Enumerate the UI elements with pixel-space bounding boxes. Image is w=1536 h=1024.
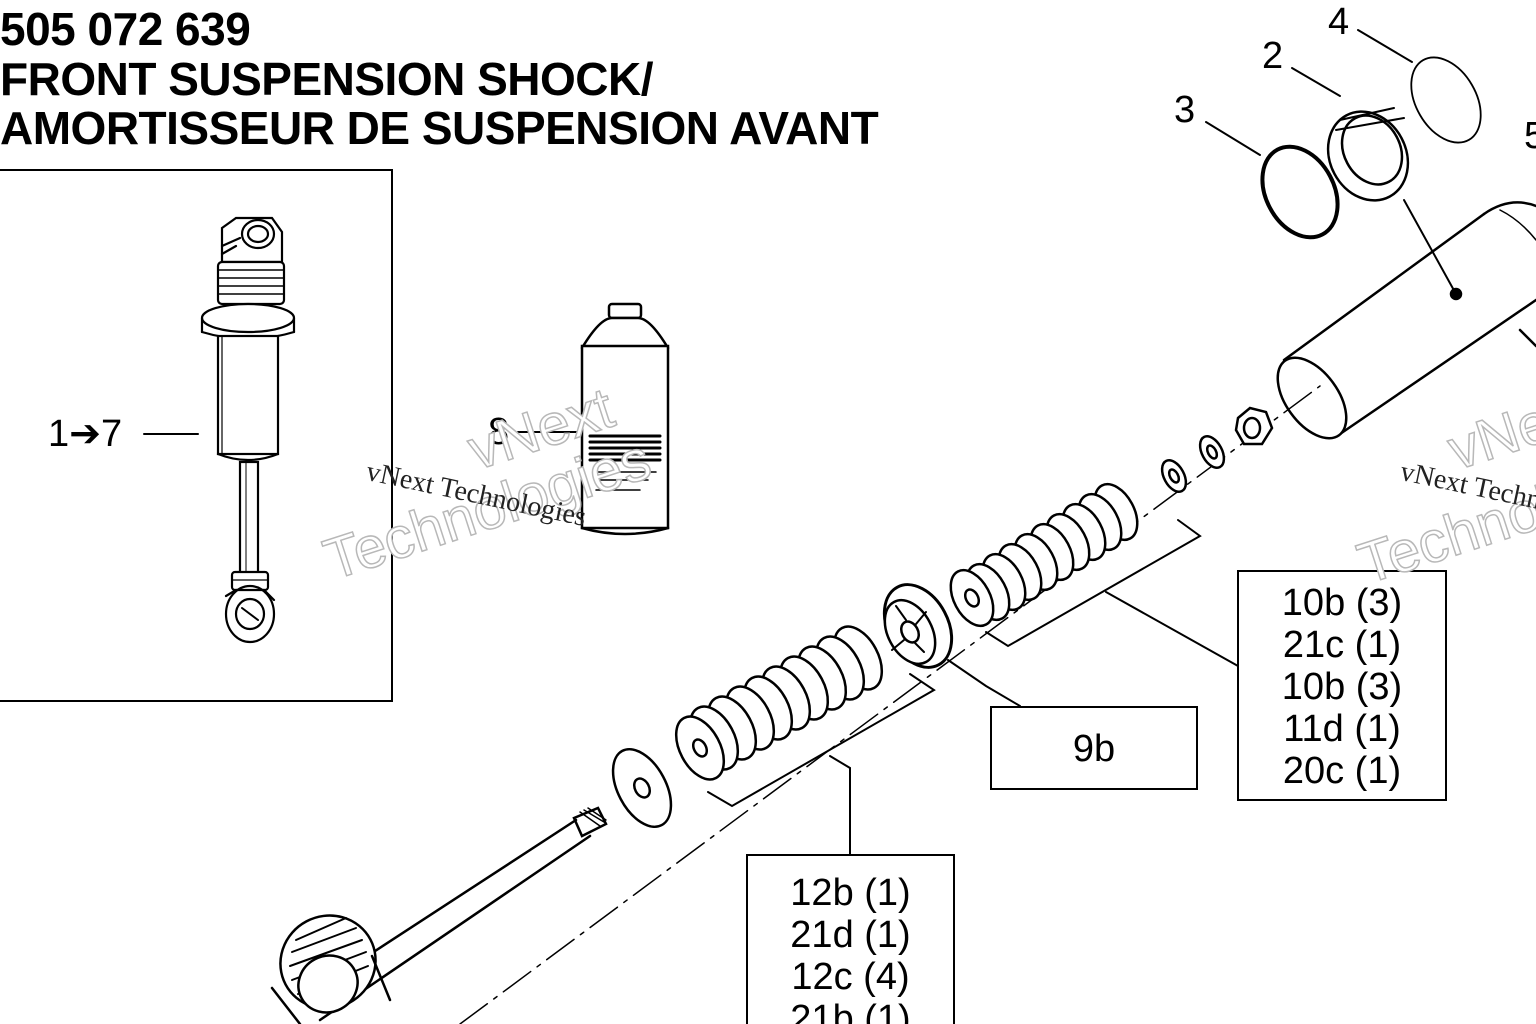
ref-line: 11d (1) xyxy=(1283,708,1401,750)
base-washer xyxy=(611,747,673,829)
piston-illustration xyxy=(882,583,1021,707)
upper-shim-stack xyxy=(949,482,1139,628)
ref-box-piston: 9b xyxy=(990,706,1198,790)
seal-and-cap-parts xyxy=(1205,29,1482,301)
upper-stack-leader xyxy=(1105,591,1239,667)
callout-1-to-7: 1➔7 xyxy=(48,413,123,455)
ref-line: 9b xyxy=(1072,728,1116,770)
inset-frame xyxy=(0,169,393,702)
ref-line: 21c (1) xyxy=(1282,624,1402,666)
ref-line: 20c (1) xyxy=(1282,750,1402,792)
callout-8: 8 xyxy=(488,411,510,453)
ref-line: 10b (3) xyxy=(1281,666,1403,708)
shock-body-cylinder xyxy=(1276,201,1536,440)
lower-stack-leader xyxy=(829,755,851,855)
lower-shim-stack xyxy=(674,625,884,781)
callout-4: 4 xyxy=(1328,1,1350,43)
ref-line: 12b (1) xyxy=(790,872,911,914)
ref-line: 12c (4) xyxy=(791,956,910,998)
title-english: FRONT SUSPENSION SHOCK/ xyxy=(0,53,654,105)
callout-5: 5 xyxy=(1524,115,1536,157)
ref-box-upper-stack: 10b (3) 21c (1) 10b (3) 11d (1) 20c (1) xyxy=(1237,570,1447,801)
ref-line: 21b (1) xyxy=(790,998,911,1024)
ref-line: 21d (1) xyxy=(790,914,911,956)
nut-and-washers xyxy=(1160,406,1274,493)
shock-oil-bottle-illustration xyxy=(517,302,670,536)
assembled-shock-illustration xyxy=(143,216,296,644)
upper-stack-bracket xyxy=(985,519,1202,648)
lower-stack-bracket xyxy=(707,673,936,808)
ref-line: 10b (3) xyxy=(1281,582,1403,624)
seal-head-illustration xyxy=(270,914,392,1024)
title-french: AMORTISSEUR DE SUSPENSION AVANT xyxy=(0,102,879,154)
callout-3: 3 xyxy=(1174,89,1196,131)
part-number: 505 072 639 xyxy=(0,3,251,55)
callout-2: 2 xyxy=(1262,35,1284,77)
ref-box-lower-stack: 12b (1) 21d (1) 12c (4) 21b (1) xyxy=(746,854,955,1024)
